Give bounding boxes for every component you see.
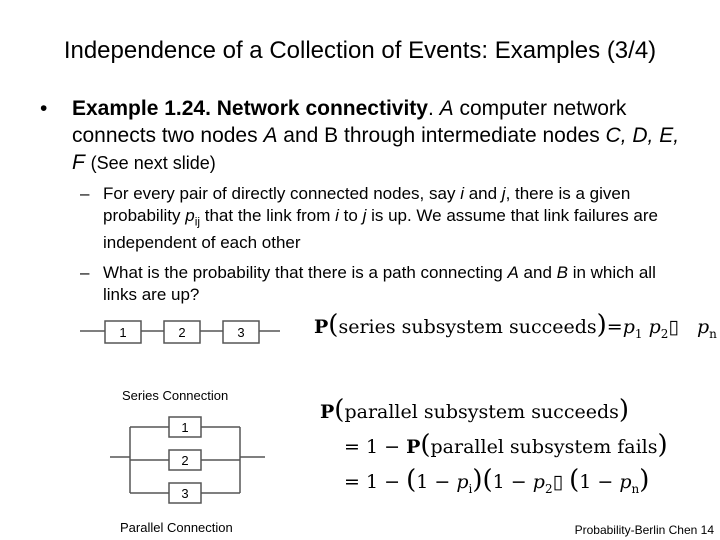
dash-marker: – [80,184,90,203]
fails-text: parallel subsystem fails [430,436,658,458]
sub2-text-3: in which all links are up? [103,263,656,304]
close-paren: ) [596,310,607,340]
node-a-2: A [263,124,278,147]
paren-b: ) [472,465,483,495]
sub2-text-1: What is the probability that there is a … [103,263,508,282]
var-i: i [460,184,464,203]
p2-sub: 2 [660,326,669,341]
parallel-node-2: 2 [181,453,188,468]
sub1-text-6: is up. We assume that link failures are … [103,206,658,253]
paren-a: ( [406,465,417,495]
bullet-example: • Example 1.24. Network connectivity. A … [40,95,680,177]
minus-c: − [597,471,614,493]
series-node-3: 3 [237,325,244,340]
missing-glyph-2: ▯ [552,471,564,493]
bullet-text-1: computer network connects two nodes [72,97,627,147]
dash-marker-2: – [80,263,90,282]
series-text: series subsystem succeeds [338,316,597,338]
parallel-node-1: 1 [181,420,188,435]
equals: = [606,316,623,338]
minus-b: − [510,471,527,493]
bullet-text-2: and B through intermediate nodes [277,124,606,147]
sub-bullet-probability: – For every pair of directly connected n… [80,183,690,254]
var-p: p [185,206,195,225]
p1-sub: 1 [634,326,643,341]
series-node-1: 1 [119,325,126,340]
question-node-b: B [556,263,568,282]
sub-bullet-question: – What is the probability that there is … [80,262,690,306]
close-paren-3: ) [657,430,668,460]
sub2-text-2: and [518,263,557,282]
parallel-formula: P(parallel subsystem succeeds) = 1 − P(p… [320,394,668,506]
prob-P-fails: P [406,436,421,458]
open-paren-2: ( [334,395,345,425]
question-node-a: A [507,263,519,282]
pn-sub: n [709,326,717,341]
parallel-diagram: 1 2 3 Parallel Connection [110,416,265,535]
p2: p [648,316,661,338]
footer-page-number: Probability-Berlin Chen 14 [574,523,714,537]
var-i-2: i [335,206,339,225]
series-connection-label: Series Connection [122,388,228,402]
parallel-node-3: 3 [181,486,188,501]
one-a: 1 [416,471,429,493]
series-diagram: 1 2 3 Series Connection [80,320,280,402]
parallel-text: parallel subsystem succeeds [344,401,619,423]
missing-glyph: ▯ [668,316,679,338]
sub1-text-1: For every pair of directly connected nod… [103,184,461,203]
close-paren-2: ) [618,395,630,425]
heading-period: . [427,97,440,120]
sub1-text-4: that the link from [200,206,336,225]
prob-P-series: P [314,316,329,338]
minus-a: − [434,471,451,493]
one-b: 1 [492,471,505,493]
example-heading: Example 1.24. Network connectivity [72,97,428,120]
var-j: j [501,184,506,203]
pn: p [696,316,710,338]
one-c: 1 [579,471,592,493]
sub1-text-2: and [463,184,502,203]
slide-title: Independence of a Collection of Events: … [63,37,657,64]
pn2: p [619,471,632,493]
paren-d: ( [569,465,580,495]
open-paren: ( [328,310,339,340]
pi: p [456,471,469,493]
parallel-line-2: = 1 − P(parallel subsystem fails) [344,429,668,464]
pi-sub: i [468,481,473,496]
bullet-marker: • [40,97,48,120]
parallel-connection-label: Parallel Connection [120,520,233,535]
parallel-line-3: = 1 − (1 − pi)(1 − p2▯ (1 − pn) [344,464,668,506]
sub1-text-5: to [338,206,363,225]
var-p-subscript: ij [194,214,201,229]
p2b-sub: 2 [544,481,553,496]
var-j-2: j [362,206,367,225]
prob-P-parallel: P [320,401,335,423]
p2b: p [532,471,545,493]
series-node-2: 2 [178,325,185,340]
one-minus-2: = 1 − [344,471,401,493]
one-minus: = 1 − [344,436,401,458]
paren-c: ( [482,465,493,495]
sub1-text-3: , there is a given probability [103,184,631,225]
node-a: A [439,97,454,120]
intermediate-nodes: C, D, E, F [72,124,680,174]
open-paren-3: ( [420,430,431,460]
paren-e: ) [639,465,650,495]
p1: p [622,316,635,338]
see-next-slide: (See next slide) [90,153,216,173]
parallel-line-1: P(parallel subsystem succeeds) [320,394,668,429]
pn2-sub: n [631,481,640,496]
series-formula: P(series subsystem succeeds)=p1 p2▯ pn [314,311,717,348]
